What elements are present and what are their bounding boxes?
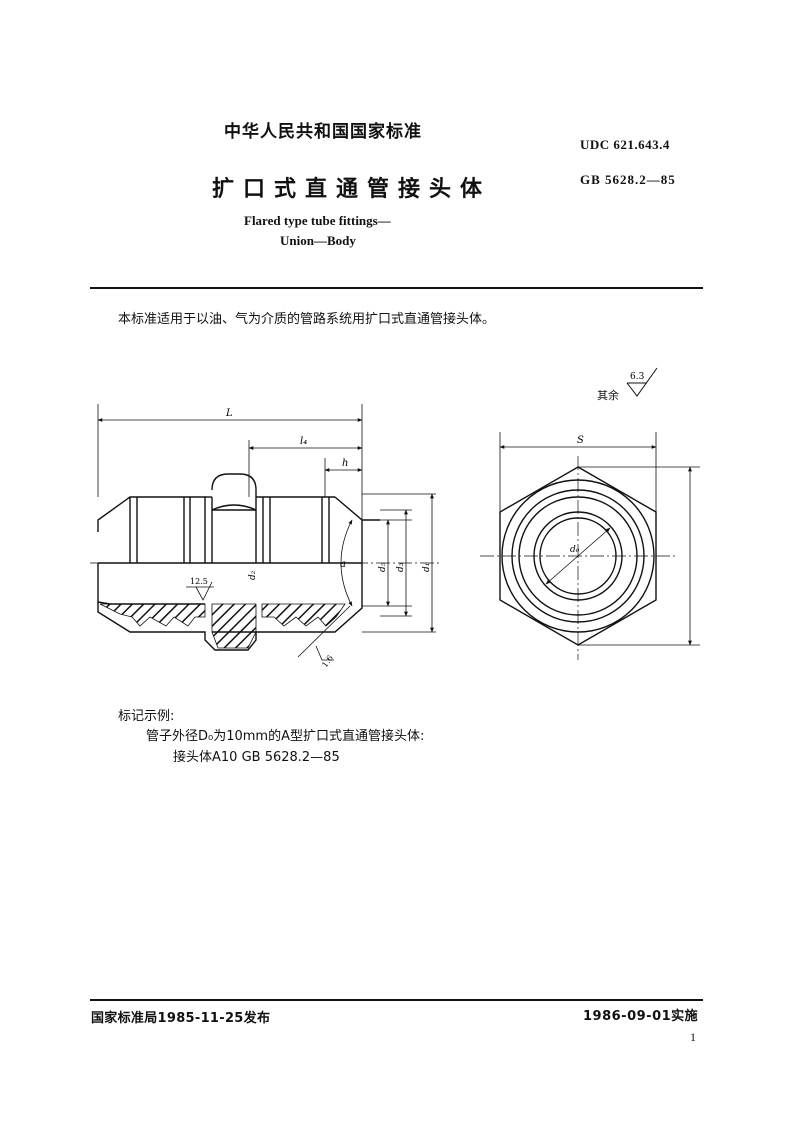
marking-example-heading: 标记示例: <box>118 709 175 724</box>
header-divider <box>90 287 703 289</box>
dim-across-corners <box>578 466 700 646</box>
page-number: 1 <box>690 1030 696 1044</box>
standard-title-en-line1: Flared type tube fittings— <box>244 213 391 228</box>
roughness-1-6-label: 1.6 <box>320 654 335 670</box>
dim-d1-label: d₁ <box>422 563 432 572</box>
dim-S <box>499 432 657 512</box>
standard-title-en-line2: Union—Body <box>280 233 356 248</box>
standard-title-cn: 扩口式直通管接头体 <box>212 177 492 202</box>
roughness-12-5-symbol <box>186 581 214 601</box>
dim-diameters <box>362 493 436 633</box>
dim-a-label: a <box>340 559 346 570</box>
effective-date: 1986-09-01实施 <box>583 1009 699 1024</box>
technical-drawing: 6.3 <box>90 367 700 670</box>
dim-h <box>324 458 363 497</box>
dim-angle-a <box>340 519 353 607</box>
centre-lines-end <box>480 456 676 660</box>
roughness-12-5-label: 12.5 <box>190 577 208 586</box>
gb-code: GB 5628.2—85 <box>580 172 676 187</box>
dim-l4 <box>248 440 363 497</box>
marking-example-description: 管子外径D₀为10mm的A型扩口式直通管接头体: <box>146 729 425 744</box>
dim-l4-label: l₄ <box>300 436 307 447</box>
dim-d0-label: d₀ <box>570 545 580 555</box>
udc-code: UDC 621.643.4 <box>580 137 670 152</box>
dim-L-label: L <box>225 408 233 419</box>
dim-d0-leader <box>545 527 611 585</box>
dim-h-label: h <box>342 458 348 469</box>
dim-d5-label: d₅ <box>378 562 388 572</box>
issued-date: 国家标准局1985-11-25发布 <box>91 1011 271 1026</box>
roughness-1-6-symbol <box>297 605 351 661</box>
scope-statement: 本标准适用于以油、气为介质的管路系统用扩口式直通管接头体。 <box>118 312 496 327</box>
section-hatching <box>99 603 346 649</box>
roughness-other-value: 6.3 <box>630 372 645 382</box>
dim-S-label: S <box>577 435 584 446</box>
footer-divider <box>90 999 703 1001</box>
dim-d2-label: d₂ <box>248 570 258 580</box>
dim-d3-label: d₃ <box>396 562 406 572</box>
roughness-other-label: 其余 <box>597 389 619 402</box>
marking-example-designation: 接头体A10 GB 5628.2—85 <box>173 750 340 765</box>
national-standard-heading: 中华人民共和国国家标准 <box>224 122 422 142</box>
dim-L <box>97 404 363 520</box>
roughness-other-symbol <box>626 367 658 397</box>
